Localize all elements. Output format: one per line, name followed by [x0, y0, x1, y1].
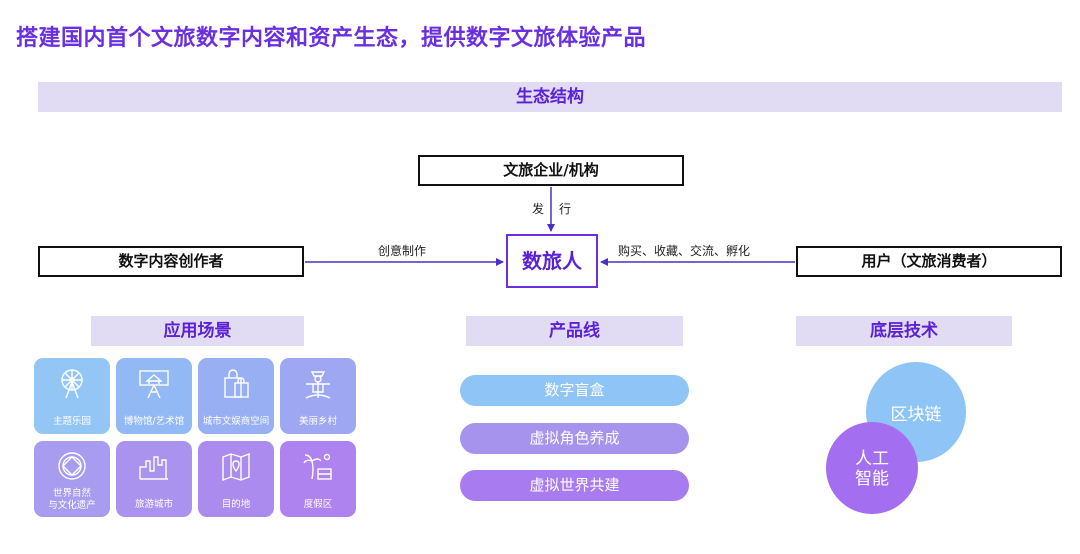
map-pin-icon: [222, 452, 250, 482]
scene-label: 目的地: [221, 499, 251, 510]
creator-box: 数字内容创作者: [38, 246, 304, 277]
museum-icon: [139, 370, 169, 399]
creative-label: 创意制作: [378, 244, 427, 258]
scene-tile: 旅游城市: [116, 441, 192, 517]
world-heritage-icon: [58, 452, 86, 480]
ecosystem-header: 生态结构: [38, 82, 1062, 112]
city-skyline-icon: [139, 456, 168, 480]
scene-tile: 目的地: [198, 441, 274, 517]
scene-tile: 美丽乡村: [280, 358, 356, 434]
page-title: 搭建国内首个文旅数字内容和资产生态，提供数字文旅体验产品: [16, 26, 647, 51]
scene-label: 世界自然 与文化遗产: [34, 488, 110, 512]
scene-label: 城市文娱商空间: [202, 416, 270, 427]
ai-circle: 人工 智能: [826, 422, 918, 514]
section-tech: 底层技术: [796, 316, 1012, 346]
blockchain-label: 区块链: [890, 405, 942, 425]
scene-label: 主题乐园: [52, 416, 91, 427]
product-pill-virtual-world: 虚拟世界共建: [460, 470, 689, 501]
scene-tile: 主题乐园: [34, 358, 110, 434]
scene-tile: 城市文娱商空间: [198, 358, 274, 434]
scene-label: 旅游城市: [134, 499, 173, 510]
center-node: 数旅人: [506, 234, 598, 288]
scene-tile: 度假区: [280, 441, 356, 517]
section-products: 产品线: [466, 316, 683, 346]
issue-label-2: 行: [559, 202, 572, 216]
user-box: 用户（文旅消费者）: [796, 246, 1062, 277]
ai-label: 人工 智能: [826, 449, 918, 489]
ai-label-line1: 人工: [855, 449, 889, 469]
section-apps: 应用场景: [91, 316, 304, 346]
scene-label-line2: 与文化遗产: [48, 500, 96, 511]
scene-label: 博物馆/艺术馆: [123, 416, 185, 427]
ai-label-line2: 智能: [855, 469, 889, 489]
product-pill-virtual-character: 虚拟角色养成: [460, 423, 689, 454]
scarecrow-icon: [305, 371, 331, 399]
scene-tile: 世界自然 与文化遗产: [34, 441, 110, 517]
purchase-label: 购买、收藏、交流、孵化: [618, 244, 751, 258]
product-pill-blind-box: 数字盲盒: [460, 375, 689, 406]
issue-label-1: 发: [532, 202, 545, 216]
scene-label: 度假区: [303, 499, 333, 510]
shopping-bag-icon: [224, 369, 249, 398]
enterprise-box: 文旅企业/机构: [418, 155, 684, 186]
ferris-wheel-icon: [61, 369, 83, 399]
palm-tree-icon: [303, 453, 332, 480]
scene-tile: 博物馆/艺术馆: [116, 358, 192, 434]
scene-label: 美丽乡村: [298, 416, 337, 427]
scene-label-line1: 世界自然: [52, 488, 91, 499]
